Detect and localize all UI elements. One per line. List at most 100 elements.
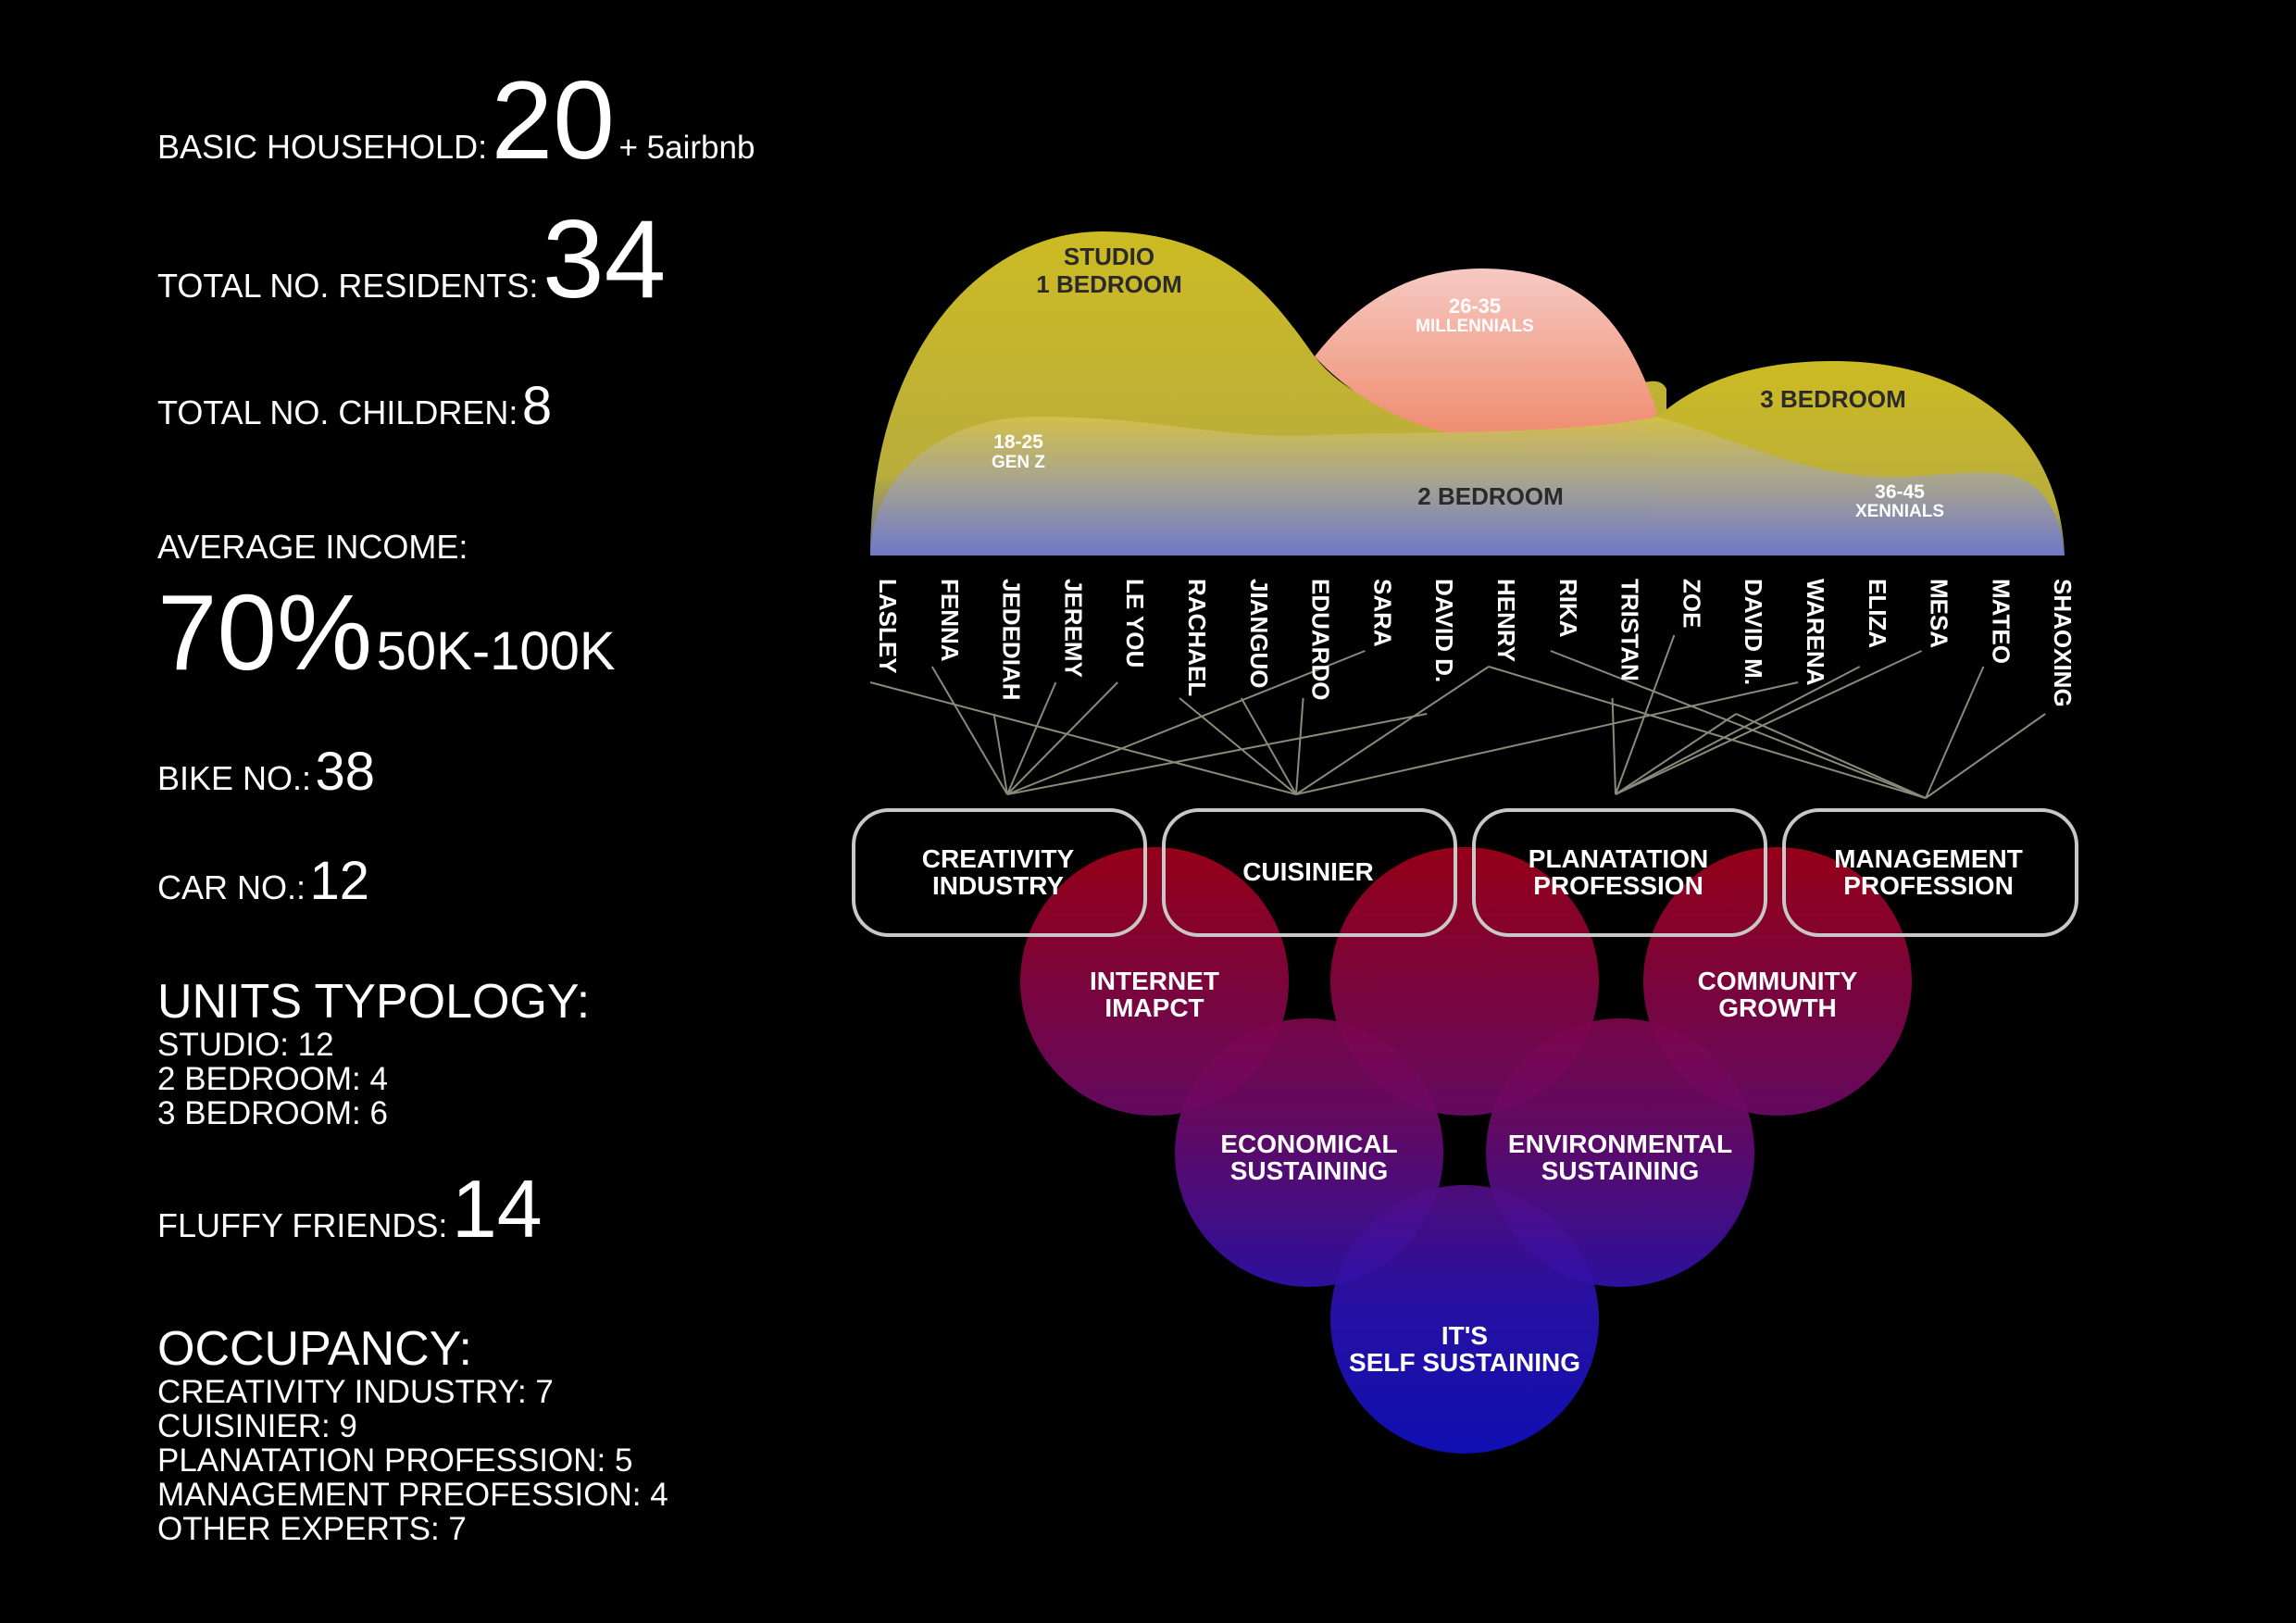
wave-area: [870, 231, 2065, 556]
resident-name: JEDEDIAH: [998, 579, 1026, 700]
circle-label: COMMUNITY: [1698, 967, 1858, 995]
circle-label: INTERNET: [1090, 967, 1219, 995]
bike-stat: BIKE NO.: 38: [157, 741, 375, 803]
wave-millennials: [1315, 268, 1657, 451]
fluffy-value: 14: [451, 1163, 543, 1255]
resident-name: LASLEY: [874, 579, 902, 674]
residents-label: TOTAL NO. RESIDENTS:: [157, 267, 539, 305]
household-value: 20: [491, 58, 616, 182]
connection-line: [1006, 681, 1057, 795]
label-2-bedroom: 2 BEDROOM: [1417, 482, 1563, 510]
resident-name: LE YOU: [1121, 579, 1149, 668]
children-label: TOTAL NO. CHILDREN:: [157, 393, 518, 431]
children-stat: TOTAL NO. CHILDREN: 8: [157, 375, 552, 437]
fluffy-stat: FLUFFY FRIENDS: 14: [157, 1162, 543, 1256]
occupancy-heading: OCCUPANCY:: [157, 1322, 472, 1376]
circle-self-sustaining: [1330, 1185, 1599, 1454]
resident-name: JEREMY: [1059, 579, 1087, 678]
label-studio: STUDIO: [1064, 243, 1154, 270]
profession-label: PLANATATION: [1529, 844, 1708, 873]
connection-line: [1735, 713, 1927, 799]
circle-label: SELF SUSTAINING: [1349, 1348, 1580, 1377]
profession-label: PROFESSION: [1533, 871, 1703, 900]
connection-lines: [869, 634, 2046, 799]
profession-label: INDUSTRY: [932, 871, 1064, 900]
resident-name: EDUARDO: [1307, 579, 1335, 700]
resident-name: ELIZA: [1864, 579, 1891, 648]
units-block: UNITS TYPOLOGY: STUDIO: 12 2 BEDROOM: 4 …: [157, 977, 590, 1130]
label-xennials-age: 36-45: [1875, 481, 1925, 503]
resident-name: DAVID D.: [1430, 579, 1458, 682]
resident-name: MESA: [1926, 579, 1953, 648]
profession-label: CREATIVITY: [922, 844, 1075, 873]
units-item: 3 BEDROOM: 6: [157, 1094, 388, 1131]
units-heading: UNITS TYPOLOGY:: [157, 975, 591, 1029]
resident-name: RIKA: [1554, 579, 1582, 638]
label-millennials-age: 26-35: [1449, 294, 1501, 318]
resident-name: TRISTAN: [1616, 579, 1644, 681]
units-item: 2 BEDROOM: 4: [157, 1060, 388, 1097]
box-creativity-industry: [852, 808, 1147, 937]
wave-labels: STUDIO 1 BEDROOM 26-35 MILLENNIALS 18-25…: [992, 243, 1944, 521]
units-item: STUDIO: 12: [157, 1026, 334, 1063]
household-label: BASIC HOUSEHOLD:: [157, 128, 488, 166]
income-label: AVERAGE INCOME:: [157, 528, 468, 566]
children-value: 8: [521, 376, 553, 436]
profession-label: CUISINIER: [1242, 857, 1374, 886]
occupancy-item: OTHER EXPERTS: 7: [157, 1510, 467, 1547]
profession-label: PROFESSION: [1843, 871, 2014, 900]
label-genz: GEN Z: [992, 453, 1045, 472]
connection-line: [1615, 713, 1737, 795]
connection-line: [1615, 666, 1861, 795]
label-1-bedroom: 1 BEDROOM: [1036, 270, 1181, 298]
resident-name: SHAOXING: [2049, 579, 2077, 707]
resident-name: MATEO: [1987, 579, 2015, 664]
connection-line: [1295, 697, 1304, 795]
circle-center: [1330, 847, 1599, 1116]
circle-community-growth: [1643, 847, 1912, 1116]
connection-line: [1006, 713, 1428, 795]
car-label: CAR NO.:: [157, 868, 306, 906]
profession-labels: CREATIVITY INDUSTRY CUISINIER PLANATATIO…: [922, 844, 2023, 900]
resident-names: LASLEY FENNA JEDEDIAH JEREMY LE YOU RACHAEL JI…: [874, 579, 2077, 707]
profession-boxes: [852, 808, 2078, 937]
circle-label: ENVIRONMENTAL: [1508, 1130, 1732, 1158]
connection-line: [1925, 666, 1985, 799]
value-circles: [1020, 847, 1912, 1454]
fluffy-label: FLUFFY FRIENDS:: [157, 1206, 448, 1244]
circle-labels: INTERNET IMAPCT COMMUNITY GROWTH ECONOMI…: [1090, 967, 1858, 1377]
connection-line: [1925, 713, 2046, 799]
resident-name: RACHAEL: [1183, 579, 1211, 696]
box-management-profession: [1782, 808, 2078, 937]
box-planatation-profession: [1472, 808, 1767, 937]
resident-name: FENNA: [936, 579, 964, 662]
connection-line: [1295, 681, 1799, 795]
occupancy-item: CUISINIER: 9: [157, 1407, 357, 1444]
circle-label: IMAPCT: [1104, 993, 1204, 1022]
resident-name: WARENA: [1802, 579, 1829, 686]
connection-line: [1006, 681, 1118, 795]
connection-line: [1179, 697, 1297, 795]
connection-line: [1611, 697, 1616, 795]
label-xennials: XENNIALS: [1855, 502, 1944, 521]
household-stat: BASIC HOUSEHOLD: 20 + 5airbnb: [157, 65, 755, 176]
occupancy-block: OCCUPANCY: CREATIVITY INDUSTRY: 7 CUISIN…: [157, 1324, 668, 1546]
residents-stat: TOTAL NO. RESIDENTS: 34: [157, 204, 666, 315]
connection-line: [1615, 634, 1676, 795]
car-value: 12: [309, 851, 369, 911]
resident-name: JIANGUO: [1245, 579, 1273, 688]
occupancy-item: MANAGEMENT PREOFESSION: 4: [157, 1476, 668, 1513]
car-stat: CAR NO.: 12: [157, 850, 369, 912]
connection-line: [869, 681, 1297, 795]
connection-line: [1488, 666, 1927, 799]
circle-label: GROWTH: [1718, 993, 1837, 1022]
resident-name: DAVID M.: [1740, 579, 1767, 685]
income-range: 50K-100K: [376, 621, 616, 681]
connection-line: [1295, 666, 1490, 795]
label-genz-age: 18-25: [993, 431, 1043, 453]
box-cuisinier: [1162, 808, 1457, 937]
circle-internet-impact: [1020, 847, 1289, 1116]
resident-name: ZOE: [1678, 579, 1705, 628]
circle-label: SUSTAINING: [1541, 1156, 1700, 1185]
circle-label: ECONOMICAL: [1220, 1130, 1397, 1158]
